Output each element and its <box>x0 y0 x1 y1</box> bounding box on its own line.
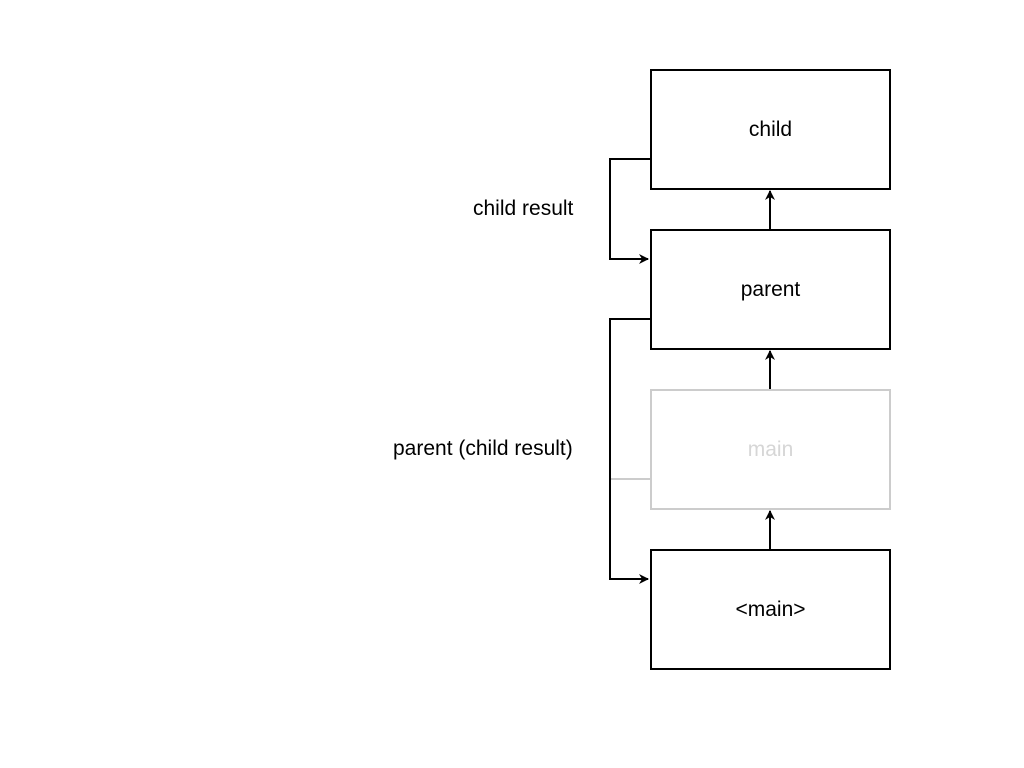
node-parent-label: parent <box>740 277 801 301</box>
edge-label-parent-child-result: parent (child result) <box>393 437 573 461</box>
node-child: child <box>650 69 891 190</box>
node-main: main <box>650 389 891 510</box>
edge-label-child-result: child result <box>473 197 574 221</box>
node-main-frame-label: <main> <box>735 597 806 621</box>
node-child-label: child <box>748 117 793 141</box>
node-parent: parent <box>650 229 891 350</box>
node-main-label: main <box>747 437 794 461</box>
node-main-frame: <main> <box>650 549 891 670</box>
connector-child-result <box>609 158 650 264</box>
connector-parent-child-result <box>609 318 650 584</box>
